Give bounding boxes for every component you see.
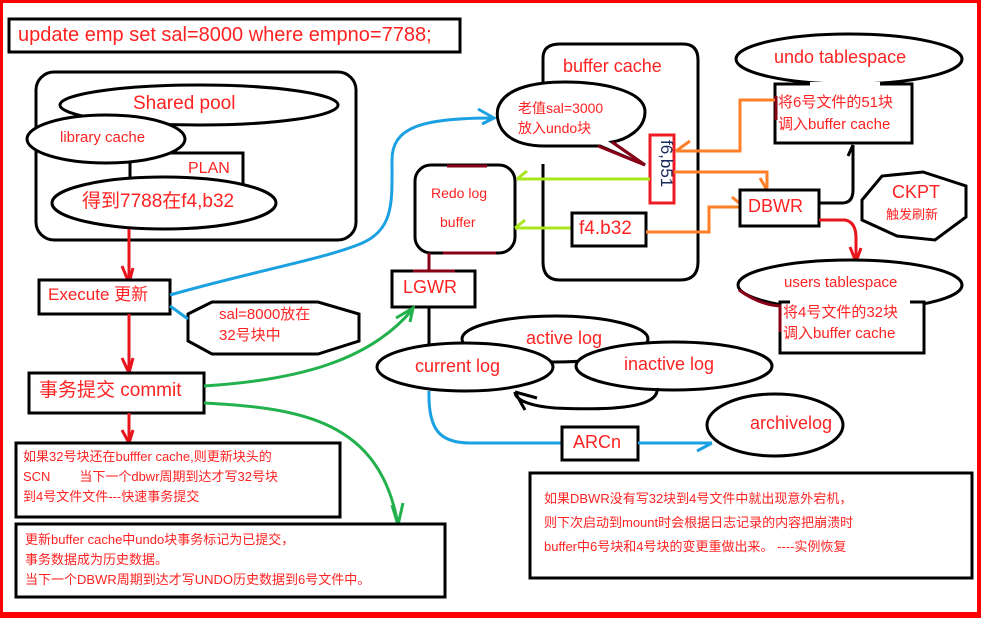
- commit-label: 事务提交 commit: [39, 380, 182, 401]
- arrow-commit-to-lgwr: [203, 304, 416, 388]
- execute-note-line1: sal=8000放在: [219, 306, 311, 323]
- arrow-current-log-to-arcn: [427, 390, 562, 445]
- ckpt-note: 触发刷新: [886, 207, 939, 222]
- arrow-execute-to-commit: [120, 314, 135, 378]
- users-side-accent: [738, 288, 782, 332]
- undo-block-label: f6,b51: [657, 140, 676, 188]
- commit-box: [27, 371, 206, 415]
- undo-commit-line2: 事务数据成为历史数据。: [25, 552, 169, 567]
- arrow-undo-ts-to-f6b51: [675, 98, 775, 153]
- lookup-result-ellipse: [50, 175, 278, 231]
- log-switch-arrow: [513, 387, 659, 411]
- old-value-bubble: [495, 80, 647, 167]
- connector-dbwr-to-undo-ts: [819, 144, 855, 205]
- undo-load-line1: 将6号文件的51块: [778, 94, 894, 111]
- instance-recovery-note-box: [528, 471, 974, 580]
- shared-pool-container: [34, 70, 358, 242]
- fast-commit-line1: 如果32号块还在bufffer cache,则更新块头的: [23, 449, 272, 464]
- buffer-cache-title: buffer cache: [563, 56, 662, 76]
- redo-buffer-line2: buffer: [440, 214, 476, 230]
- arrow-f6b51-to-dbwr: [674, 170, 769, 191]
- old-value-line2: 放入undo块: [518, 120, 592, 136]
- data-block-label: f4.b32: [579, 218, 632, 239]
- lgwr-label: LGWR: [403, 277, 457, 297]
- arrow-data-block-to-redo: [514, 218, 572, 230]
- dbwr-box: [738, 188, 821, 228]
- recovery-line2: 则下次启动到mount时会根据日志记录的内容把崩溃时: [544, 515, 854, 530]
- undo-load-box: [773, 82, 914, 145]
- execute-label: Execute 更新: [48, 285, 149, 304]
- recovery-line1: 如果DBWR没有写32块到4号文件中就出现意外宕机，: [544, 491, 853, 506]
- lookup-result-label: 得到7788在f4,b32: [82, 191, 235, 212]
- inactive-log-label: inactive log: [624, 354, 715, 374]
- bubble-tail-dark: [597, 140, 646, 167]
- current-log-ellipse: [375, 341, 555, 393]
- library-cache-ellipse: [25, 113, 187, 165]
- users-tablespace-label: users tablespace: [784, 274, 898, 291]
- ckpt-hexagon: [860, 170, 968, 242]
- recovery-line3: buffer中6号块和4号块的变更重做出来。 ----实例恢复: [544, 539, 847, 554]
- inactive-log-ellipse: [574, 340, 774, 392]
- sql-box: [7, 17, 462, 54]
- execute-note-line2: 32号块中: [219, 327, 281, 344]
- execute-note-hexagon: [186, 300, 361, 356]
- buffer-cache-container: [541, 42, 700, 282]
- connector-execute-note: [169, 304, 189, 321]
- arcn-label: ARCn: [573, 432, 622, 452]
- arrow-undo-block-to-redo: [516, 169, 650, 181]
- data-block-box: [570, 211, 648, 248]
- users-load-box: [778, 300, 926, 355]
- shared-pool-label: Shared pool: [133, 93, 236, 114]
- active-log-label: active log: [526, 328, 603, 348]
- current-log-label: current log: [415, 356, 501, 376]
- library-cache-label: library cache: [60, 129, 146, 146]
- fast-commit-line3: 到4号文件文件---快速事务提交: [23, 489, 200, 504]
- users-load-line1: 将4号文件的32块: [783, 304, 899, 321]
- users-load-line2: 调入buffer cache: [783, 325, 896, 342]
- arrow-lookup-to-execute: [120, 229, 135, 288]
- dbwr-label: DBWR: [748, 196, 803, 216]
- undo-block-box: [648, 133, 676, 205]
- redo-buffer-line1: Redo log: [431, 185, 488, 201]
- execute-box: [37, 278, 172, 316]
- ckpt-label: CKPT: [892, 182, 941, 202]
- undo-tablespace-label: undo tablespace: [774, 47, 907, 67]
- fast-commit-line2: SCN 当下一个dbwr周期到达才写32号块: [23, 469, 278, 484]
- undo-load-line2: 调入buffer cache: [778, 116, 891, 133]
- redo-log-buffer-box: [413, 163, 517, 255]
- arrow-arcn-to-archivelog: [638, 441, 713, 453]
- archivelog-ellipse: [705, 392, 845, 458]
- archivelog-label: archivelog: [750, 413, 833, 433]
- plan-label: PLAN: [188, 160, 230, 177]
- arrow-execute-to-undo-bubble: [169, 107, 498, 297]
- fast-commit-note-box: [14, 441, 342, 519]
- redo-buffer-top-accent: [443, 164, 496, 255]
- undo-commit-line3: 当下一个DBWR周期到达才写UNDO历史数据到6号文件中。: [25, 572, 371, 587]
- arrow-dbwr-to-users-ts: [819, 218, 863, 267]
- arrow-commit-to-note: [120, 413, 135, 447]
- old-value-line1: 老值sal=3000: [518, 100, 604, 116]
- undo-commit-line1: 更新buffer cache中undo块事务标记为已提交，: [25, 532, 295, 547]
- undo-commit-note-box: [14, 522, 447, 599]
- sql-statement: update emp set sal=8000 where empno=7788…: [18, 24, 432, 46]
